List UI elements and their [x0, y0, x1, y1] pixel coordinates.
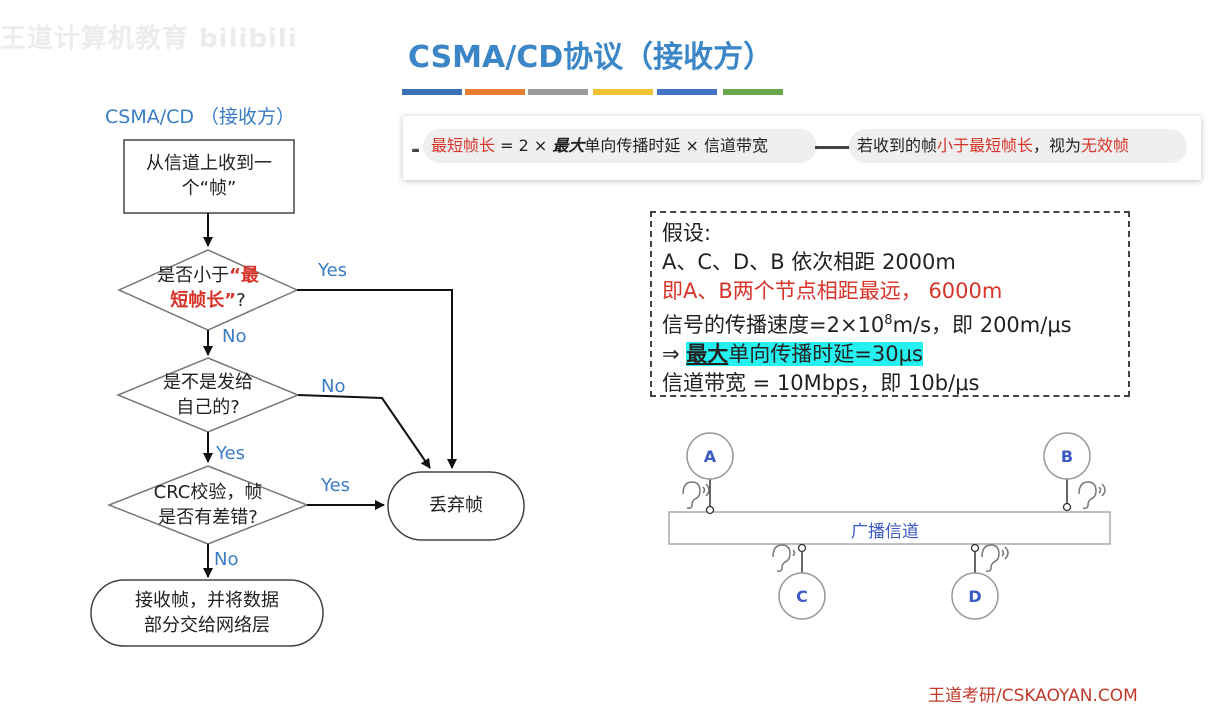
decision-1-text: 是否小于“最 短帧长”? [128, 263, 288, 313]
accept-box [90, 579, 324, 647]
assume-line-4: 信号的传播速度=2×108m/s，即 200m/μs [662, 306, 1128, 340]
formula-eq: = 2 × [495, 136, 553, 155]
d1-a: 是否小于 [157, 265, 230, 286]
assume-line-3: 即A、B两个节点相距最远， 6000m [662, 279, 1003, 303]
flowchart-title: CSMA/CD （接收方） [105, 106, 296, 128]
ear-icon-b [1078, 481, 1106, 509]
no-label-1: No [222, 326, 247, 347]
ear-icon-a [682, 481, 710, 509]
no-label-3: No [214, 549, 239, 570]
page-title: CSMA/CD协议（接收方） [408, 40, 774, 75]
footer-brand: 王道考研/CSKAOYAN.COM [928, 686, 1138, 706]
channel-label: 广播信道 [851, 522, 919, 542]
node-c-circle [778, 572, 826, 620]
accept-text: 接收帧，并将数据 部分交给网络层 [91, 588, 323, 638]
assume-line-5: ⇒ 最大单向传播时延=30μs [662, 340, 1128, 369]
d1-q: ? [236, 290, 246, 311]
node-b-circle [1043, 432, 1091, 480]
node-d-circle [951, 572, 999, 620]
start-text-l2: 个“帧” [181, 178, 237, 199]
node-c-label: C [796, 587, 808, 606]
discard-text: 丢弃帧 [429, 495, 483, 516]
d2-l1: 是不是发给 [163, 372, 253, 393]
yes-label-2: Yes [216, 443, 246, 464]
assume-line-4a: 信号的传播速度=2×10 [662, 313, 885, 337]
d1-red2: 短帧长” [170, 290, 237, 311]
color-bar-5 [657, 89, 717, 95]
rule-part-red: 小于最短帧长 [937, 136, 1034, 155]
formula-box: - 最短帧长 = 2 × 最大单向传播时延 × 信道带宽 若收到的帧小于最短帧长… [403, 116, 1201, 180]
d3-l2: 是否有差错? [158, 507, 258, 528]
assume-line-5-highlight: 最大单向传播时延=30μs [686, 342, 923, 366]
formula-min-frame-term: 最短帧长 [431, 136, 496, 155]
yes-label-1: Yes [318, 260, 348, 281]
broadcast-channel [668, 511, 1111, 545]
arrow-d2-discard [297, 394, 431, 469]
node-b-label: B [1060, 447, 1074, 466]
assume-line-5-arrow: ⇒ [662, 342, 687, 366]
start-text: 从信道上收到一 个“帧” [124, 151, 294, 201]
node-a-circle [686, 432, 734, 480]
formula-connector [815, 146, 851, 149]
assume-line-4-exp: 8 [884, 313, 893, 328]
assume-line-6: 信道带宽 = 10Mbps，即 10b/μs [662, 371, 980, 395]
d2-l2: 自己的? [176, 397, 240, 418]
arrow-d1-discard [297, 289, 457, 469]
d1-red1: “最 [229, 265, 259, 286]
assume-line-5-rest: 单向传播时延=30μs [728, 342, 923, 366]
color-bar-6 [723, 89, 783, 95]
no-label-2: No [321, 376, 346, 397]
assume-line-2: A、C、D、B 依次相距 2000m [662, 250, 956, 274]
assume-line-1: 假设: [662, 221, 712, 245]
rule-part-b: ，视为 [1033, 136, 1082, 155]
rule-part-a: 若收到的帧 [857, 136, 938, 155]
ear-icon-c [772, 544, 796, 572]
assume-line-4b: m/s，即 200m/μs [892, 313, 1072, 337]
color-bar-3 [528, 89, 588, 95]
accept-l1: 接收帧，并将数据 [135, 590, 279, 611]
formula-rest: 单向传播时延 × 信道带宽 [584, 136, 768, 155]
color-bar-4 [593, 89, 653, 95]
assume-line-5-bold: 最大 [686, 342, 729, 366]
decision-3-text: CRC校验，帧 是否有差错? [118, 480, 298, 530]
formula-min-frame: 最短帧长 = 2 × 最大单向传播时延 × 信道带宽 [423, 129, 817, 163]
node-d-label: D [968, 587, 982, 606]
color-bar-2 [465, 89, 525, 95]
formula-max-term: 最大 [552, 136, 585, 155]
ear-icon-d [981, 544, 1009, 572]
start-box [123, 139, 295, 214]
start-text-l1: 从信道上收到一 [146, 153, 272, 174]
formula-rule: 若收到的帧小于最短帧长，视为无效帧 [849, 129, 1187, 163]
assumption-box: 假设: A、C、D、B 依次相距 2000m 即A、B两个节点相距最远， 600… [650, 211, 1130, 397]
rule-part-red2: 无效帧 [1081, 136, 1130, 155]
color-bar-1 [402, 89, 462, 95]
watermark: 王道计算机教育 bilibili [0, 24, 298, 54]
node-a-label: A [703, 447, 717, 466]
yes-label-3: Yes [321, 475, 351, 496]
decision-2-text: 是不是发给 自己的? [128, 370, 288, 420]
d3-l1: CRC校验，帧 [153, 482, 263, 503]
formula-dash: - [411, 138, 421, 163]
accept-l2: 部分交给网络层 [144, 615, 270, 636]
discard-box [387, 471, 525, 541]
